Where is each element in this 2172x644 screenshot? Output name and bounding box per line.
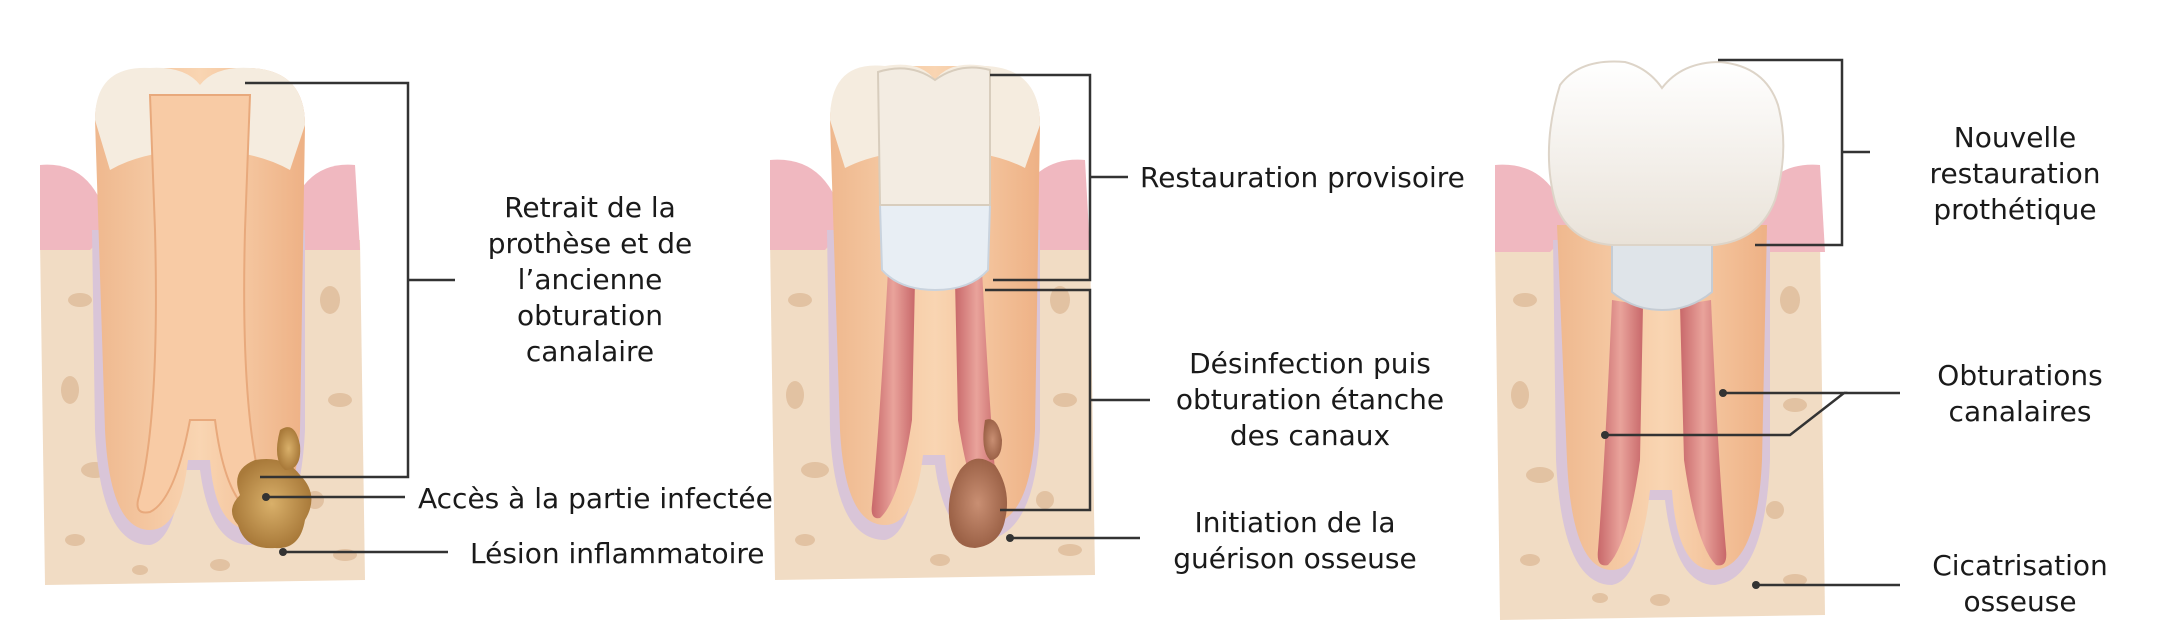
label-fillings: Obturations canalaires — [1937, 359, 2103, 428]
label-lesion: Lésion inflammatoire — [470, 537, 765, 570]
gum — [1495, 164, 1570, 252]
panel-3-leaders — [1607, 58, 1900, 587]
lesion-dot — [279, 548, 287, 556]
new-crown — [1547, 60, 1785, 246]
bone-texture — [786, 286, 1082, 566]
panel-2-tooth — [770, 64, 1095, 580]
canal-filling — [1680, 300, 1727, 566]
lesion — [231, 459, 312, 549]
fillings-dot-a — [1719, 389, 1727, 397]
label-temporary: Restauration provisoire — [1140, 161, 1465, 194]
panel-2-leaders — [985, 73, 1150, 540]
fillings-leader-a — [1607, 391, 1848, 437]
canal-filling — [1597, 300, 1643, 566]
label-healing-start: Initiation de la guérison osseuse — [1173, 506, 1417, 575]
label-new-crown: Nouvelle restauration prothétique — [1929, 121, 2101, 226]
fillings-dot-b — [1601, 431, 1609, 439]
lesion-upper — [276, 427, 301, 470]
access-dot — [262, 493, 270, 501]
bone-texture — [1511, 286, 1807, 606]
canal-filling — [871, 270, 915, 519]
healing-start-dot — [1006, 534, 1014, 542]
label-removal: Retrait de la prothèse et de l’ancienne … — [487, 191, 693, 368]
label-access: Accès à la partie infectée — [418, 482, 773, 515]
panel-3-tooth — [1495, 60, 1825, 620]
label-healing: Cicatrisation osseuse — [1932, 549, 2108, 618]
healing-lesion-upper — [983, 419, 1002, 460]
healing-dot — [1752, 581, 1760, 589]
emptied-canal — [136, 94, 267, 517]
panel-1-leaders — [245, 81, 455, 554]
panel-1-tooth — [40, 67, 365, 585]
gum — [40, 164, 110, 250]
label-disinfection: Désinfection puis obturation étanche des… — [1175, 347, 1445, 452]
temporary-restoration — [876, 66, 991, 206]
temporary-filling — [878, 204, 992, 292]
healing-lesion — [948, 458, 1008, 548]
gum — [770, 159, 845, 250]
core-build-up — [1611, 239, 1713, 312]
